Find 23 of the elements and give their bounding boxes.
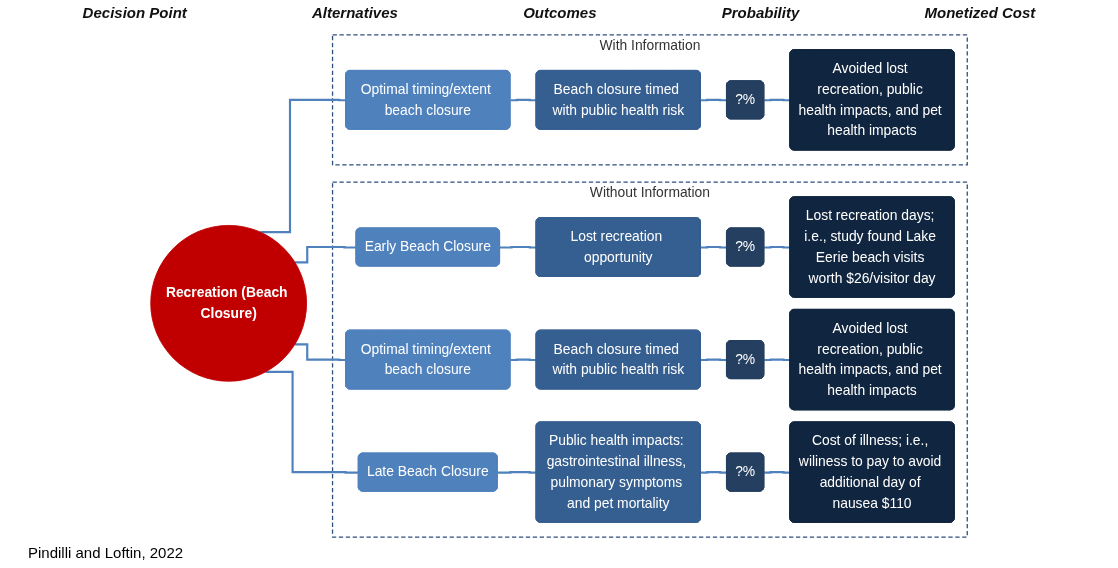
source-citation: Pindilli and Loftin, 2022: [28, 544, 184, 561]
column-heading: Decision Point: [82, 4, 187, 23]
connector: [500, 245, 537, 249]
connector: [700, 98, 727, 102]
connector: [764, 358, 791, 362]
connector: [260, 98, 346, 234]
connector: [510, 358, 537, 362]
column-heading: Outcomes: [523, 4, 597, 23]
connector: [764, 471, 791, 474]
connector: [294, 245, 357, 264]
column-heading: Probability: [721, 4, 800, 23]
connector: [265, 370, 359, 474]
connector: [700, 245, 727, 249]
connector: [700, 358, 727, 362]
connector: [764, 245, 791, 249]
column-heading: Alternatives: [312, 4, 398, 23]
column-heading: Monetized Cost: [924, 4, 1036, 23]
connector: [700, 471, 727, 474]
node-circle: Recreation (Beach Closure): [150, 224, 307, 382]
connector: [497, 471, 537, 474]
connector: [764, 98, 791, 102]
connector: [510, 98, 537, 102]
connector: [294, 343, 346, 362]
